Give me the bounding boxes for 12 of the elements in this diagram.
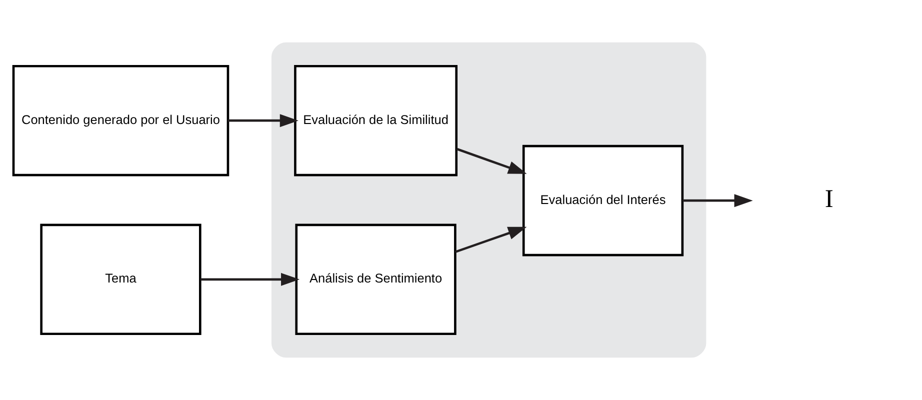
arrow bbox=[456, 148, 527, 174]
arrow bbox=[200, 272, 300, 286]
arrow bbox=[228, 114, 298, 128]
node-box: Evaluación de la Similitud bbox=[294, 64, 458, 176]
node-box: Tema bbox=[40, 224, 202, 336]
node-box: Contenido generado por el Usuario bbox=[12, 64, 230, 176]
arrow bbox=[682, 194, 753, 208]
node-text: I bbox=[824, 184, 834, 214]
arrow bbox=[454, 226, 527, 254]
node-box: Análisis de Sentimiento bbox=[295, 224, 456, 336]
cluster bbox=[271, 42, 706, 358]
node-box: Evaluación del Interés bbox=[522, 144, 684, 256]
